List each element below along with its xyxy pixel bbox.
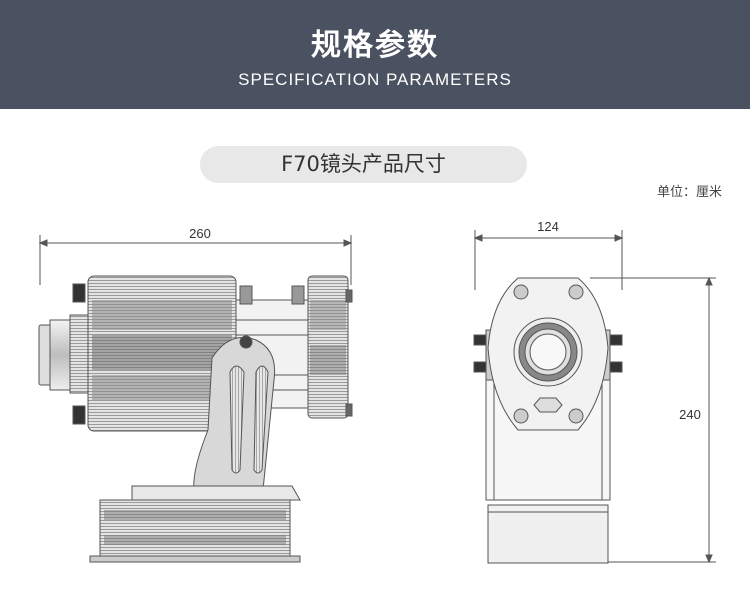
side-view-projector [38, 275, 353, 563]
banner-subtitle: SPECIFICATION PARAMETERS [238, 70, 512, 89]
front-dimensions [473, 230, 716, 564]
side-dimension [38, 235, 353, 285]
front-view-projector [473, 277, 623, 564]
unit-label: 单位：厘米 [656, 185, 722, 200]
side-width-label: 260 [189, 226, 211, 241]
section-title-pill: F70镜头产品尺寸 [200, 146, 527, 183]
front-width-label: 124 [537, 219, 559, 234]
header-banner: 规格参数 SPECIFICATION PARAMETERS [0, 0, 750, 109]
banner-title: 规格参数 [311, 28, 439, 63]
front-height-label: 240 [679, 407, 701, 422]
